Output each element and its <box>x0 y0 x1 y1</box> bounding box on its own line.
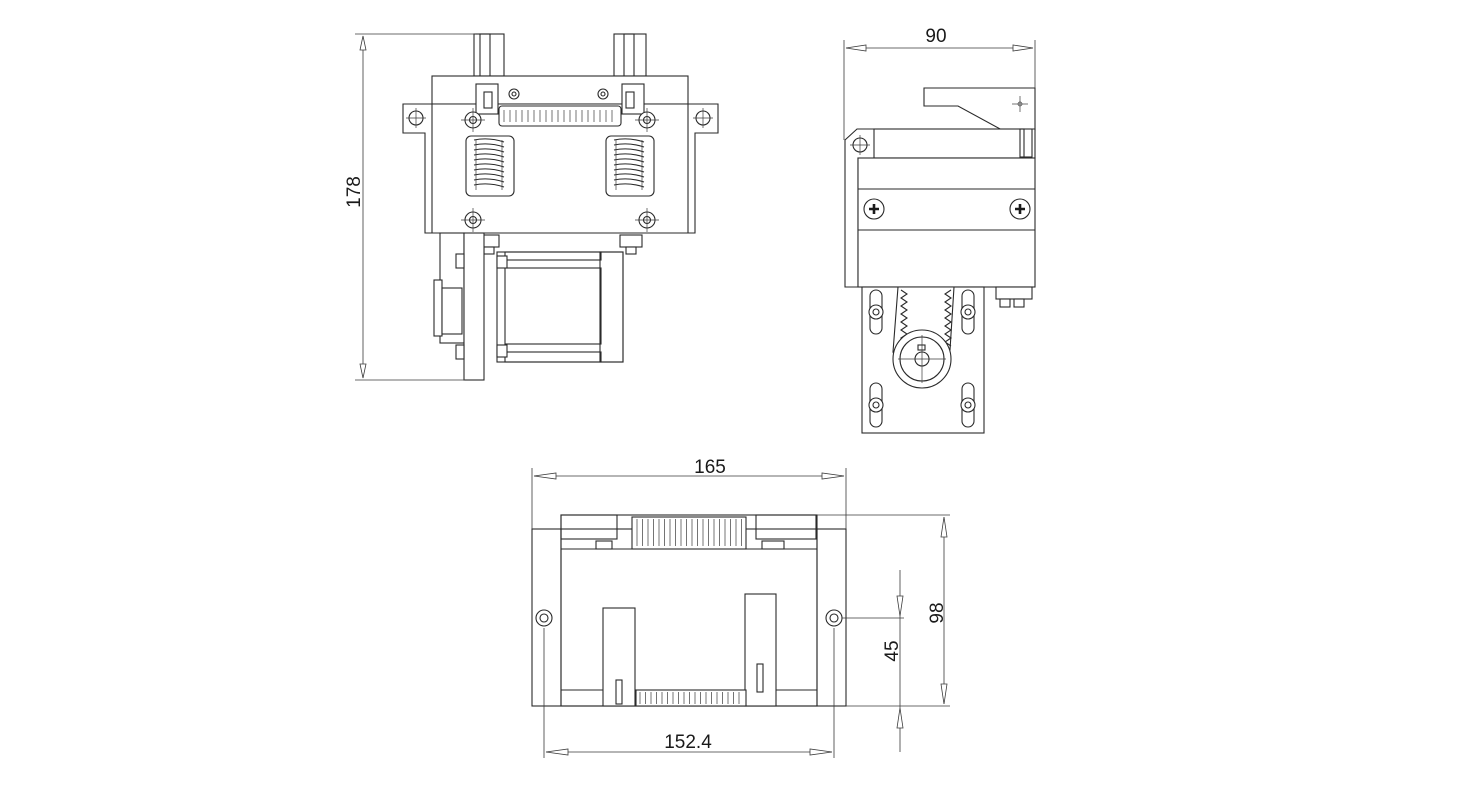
dimension-lines <box>355 33 1036 758</box>
front-screws <box>461 108 659 232</box>
side-view <box>844 87 1036 434</box>
dim-front-height: 178 <box>344 176 365 208</box>
dim-bottom-width: 165 <box>694 457 726 478</box>
front-view <box>402 33 719 381</box>
side-mount-nuts <box>868 289 976 428</box>
dim-side-width: 90 <box>925 26 946 47</box>
front-rack-teeth <box>503 110 613 122</box>
bottom-view <box>531 514 847 707</box>
springs <box>473 138 645 190</box>
dim-bottom-depth: 98 <box>927 602 948 623</box>
bottom-bottom-rack-teeth <box>639 692 740 704</box>
dim-bottom-hole-spacing: 152.4 <box>664 732 712 753</box>
bottom-top-rack-teeth <box>636 519 742 546</box>
dim-bottom-hole-offset: 45 <box>882 640 903 661</box>
